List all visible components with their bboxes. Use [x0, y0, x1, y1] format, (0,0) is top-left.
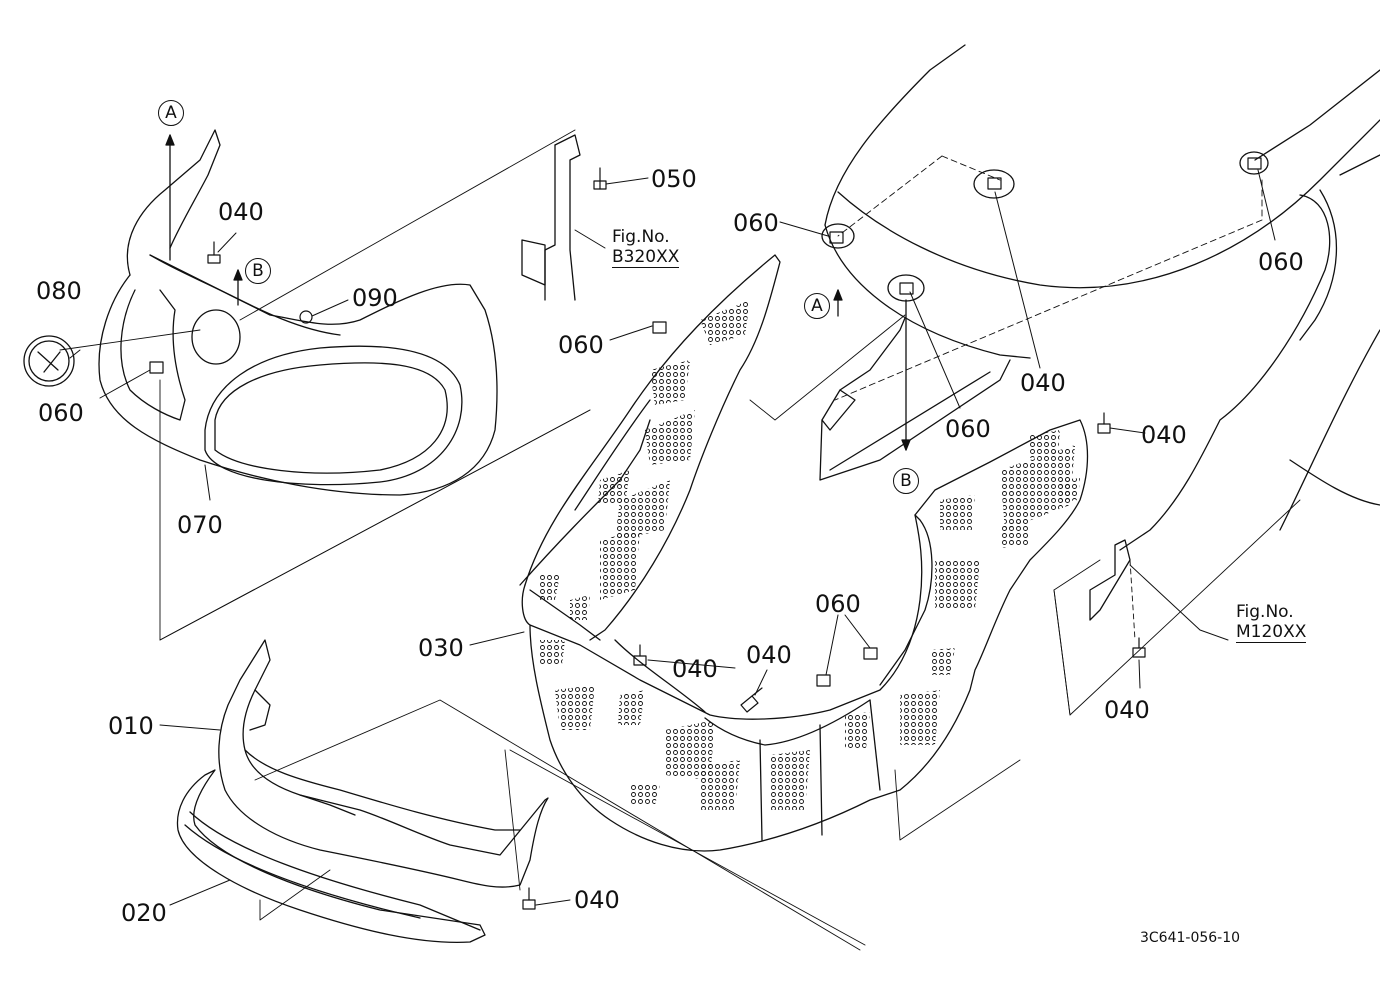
marker-b-right: B	[893, 468, 919, 494]
label-080: 080	[36, 277, 82, 305]
label-040-grille: 040	[746, 641, 792, 669]
hood-grommets	[821, 151, 1269, 302]
emblem-lens	[23, 335, 75, 387]
label-050: 050	[651, 165, 697, 193]
headlight-frame	[98, 129, 498, 496]
fig-ref-m120-title: Fig.No.	[1236, 602, 1294, 622]
label-060-center: 060	[558, 331, 604, 359]
marker-a-right: A	[804, 293, 830, 319]
label-030: 030	[418, 634, 464, 662]
fig-ref-b320: Fig.No. B320XX	[612, 227, 680, 268]
label-040-top: 040	[218, 198, 264, 226]
front-bumper	[218, 639, 549, 888]
label-070: 070	[177, 511, 223, 539]
inner-bracket	[819, 317, 1011, 481]
label-060-left: 060	[38, 399, 84, 427]
label-060-bracket: 060	[945, 415, 991, 443]
label-040-center: 040	[672, 655, 718, 683]
label-060-right: 060	[1258, 248, 1304, 276]
marker-arrows	[165, 134, 911, 451]
fig-ref-m120-code: M120XX	[1236, 621, 1307, 643]
label-090: 090	[352, 284, 398, 312]
hardware-symbols	[149, 157, 1262, 910]
fig-ref-m120: Fig.No. M120XX	[1236, 602, 1307, 643]
marker-a-top: A	[158, 100, 184, 126]
label-040-far-right: 040	[1104, 696, 1150, 724]
leader-lines	[69, 169, 1276, 906]
b320-bracket	[521, 134, 581, 301]
grille-perforations	[538, 300, 1080, 810]
label-040-hood: 040	[1020, 369, 1066, 397]
marker-b-top: B	[245, 258, 271, 284]
label-060-hood: 060	[733, 209, 779, 237]
label-040-right: 040	[1141, 421, 1187, 449]
right-bracket	[1089, 539, 1131, 621]
fig-ref-b320-code: B320XX	[612, 246, 680, 268]
label-010: 010	[108, 712, 154, 740]
assembly-lines	[59, 129, 1301, 951]
fig-ref-b320-title: Fig.No.	[612, 227, 670, 247]
front-grille-shell	[519, 254, 1089, 852]
label-040-bottom: 040	[574, 886, 620, 914]
rubber-strip	[176, 769, 486, 944]
label-060-bottom: 060	[815, 590, 861, 618]
document-id: 3C641-056-10	[1140, 930, 1241, 946]
label-020: 020	[121, 899, 167, 927]
